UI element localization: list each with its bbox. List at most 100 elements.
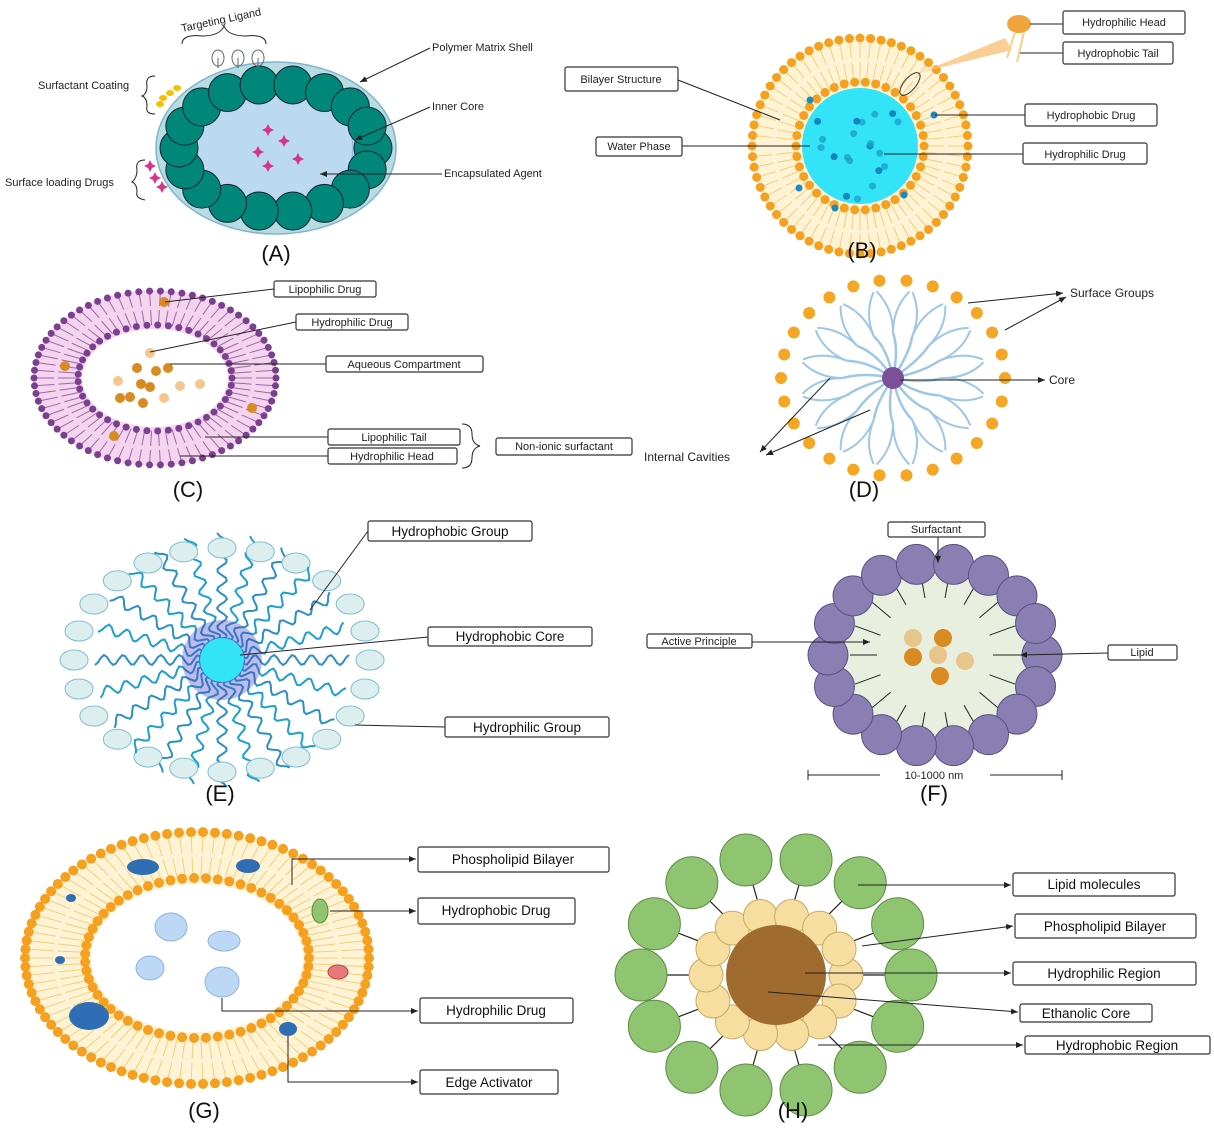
label-box <box>295 313 409 331</box>
lipid-head <box>911 171 921 181</box>
label-box <box>273 280 377 298</box>
lipid-tail <box>184 315 194 330</box>
lipid-tail <box>65 984 92 994</box>
lipid-head <box>122 890 133 901</box>
arrow <box>1019 651 1109 658</box>
hydrophilic-head <box>216 346 224 354</box>
hydrophilic-head <box>281 552 311 574</box>
lipid-head <box>95 1057 106 1068</box>
lipid-head <box>80 948 91 959</box>
lipid-head <box>860 77 870 87</box>
lipid-head <box>307 1046 318 1057</box>
hydrophilic-head <box>227 381 235 389</box>
lipid-tail <box>900 80 914 97</box>
lipid-head <box>174 1078 185 1089</box>
lipid-molecule <box>665 1040 719 1094</box>
lipid-head <box>363 961 374 972</box>
surface-drug-icon <box>156 181 168 193</box>
lipophilic-drug-icon <box>109 431 119 441</box>
label-box <box>1012 961 1197 986</box>
lipid-head <box>288 912 299 923</box>
label-box <box>564 66 679 92</box>
label-lipid: Lipid <box>1130 647 1153 659</box>
label-box <box>1012 872 1176 897</box>
lipid-tail <box>150 310 153 326</box>
hydrophilic-head <box>53 425 61 433</box>
polymer-bead <box>239 65 279 105</box>
lipid-tail <box>67 348 86 356</box>
lipid-tail <box>220 404 239 414</box>
lipid-tail <box>164 430 169 446</box>
panel-g: Phospholipid Bilayer Hydrophobic Drug Hy… <box>20 827 610 1123</box>
label-box <box>427 626 593 647</box>
lipid-tail <box>202 419 216 432</box>
lipid-tail <box>101 421 113 436</box>
lipid-tail <box>918 170 938 179</box>
lipid-head <box>748 152 758 162</box>
surfactant-tail <box>869 691 891 711</box>
lipid-head <box>804 236 814 246</box>
zoom-highlight <box>899 72 921 96</box>
lipid-head <box>30 909 41 920</box>
hydrophilic-head <box>146 461 154 469</box>
lipid-molecule <box>871 999 925 1053</box>
hydrophilic-head <box>67 437 75 445</box>
lipid-head <box>278 1062 288 1073</box>
active-principle-icon <box>931 667 949 685</box>
hydrophilic-head <box>185 422 193 430</box>
lipid-head <box>212 1031 223 1042</box>
hydrophilic-head <box>154 427 162 435</box>
lipid-head <box>839 203 849 213</box>
lipid-tail <box>226 396 246 403</box>
lipid-head <box>265 1013 276 1024</box>
hydrophobic-chain <box>157 675 212 773</box>
hydrophobic-chain <box>233 674 316 749</box>
hydrophilic-head <box>94 297 102 305</box>
hydrophilic-head <box>175 424 183 432</box>
surfactant-tail <box>979 691 1001 711</box>
label-active-principle: Active Principle <box>661 636 736 648</box>
lipid-tail <box>59 936 88 942</box>
lipid-head <box>353 996 364 1007</box>
hydrophobic-drug-icon <box>930 111 938 119</box>
lipid-tail <box>304 929 332 937</box>
lipid-tail <box>835 207 842 227</box>
lipid-head <box>918 152 928 162</box>
surfactant-icon <box>166 90 174 96</box>
lipid-head <box>105 1004 116 1015</box>
surfactant-head <box>895 725 937 767</box>
hydrophobic-chain <box>185 678 219 785</box>
arrow <box>765 409 871 456</box>
hydrophilic-head <box>132 323 140 331</box>
lipid-tail <box>150 430 153 446</box>
lipid-head <box>224 1029 235 1040</box>
hydrophobic-chain <box>133 671 208 754</box>
lipid-head <box>357 987 368 998</box>
lipid-head <box>814 241 824 251</box>
surface-group <box>847 280 860 293</box>
hydrophobic-drug-icon <box>806 96 814 104</box>
surfactant-icon <box>159 95 167 101</box>
lipid-head <box>81 965 92 976</box>
lipid-head <box>83 974 94 985</box>
lipid-head <box>246 1022 257 1033</box>
encapsulated-agent-icon <box>262 124 274 136</box>
hydrophilic-head <box>96 411 104 419</box>
surface-group <box>787 326 800 339</box>
label-ethanolic-core: Ethanolic Core <box>1042 1006 1131 1021</box>
hydrophilic-head <box>42 412 50 420</box>
label-surface-groups: Surface Groups <box>1070 286 1154 300</box>
lipid-tail <box>207 328 223 341</box>
lipid-head <box>958 172 968 182</box>
lipid-tail <box>144 1031 156 1052</box>
hydrophilic-head <box>94 451 102 459</box>
lipid-head <box>364 953 374 963</box>
lipid-head <box>189 1032 200 1043</box>
lipid-tail <box>806 80 820 97</box>
hydrophobic-chain <box>237 670 335 725</box>
surface-group <box>926 463 939 476</box>
arrow <box>759 377 831 453</box>
lipid-head <box>748 130 758 140</box>
lipid-head <box>233 1075 244 1086</box>
surface-group <box>778 348 791 361</box>
